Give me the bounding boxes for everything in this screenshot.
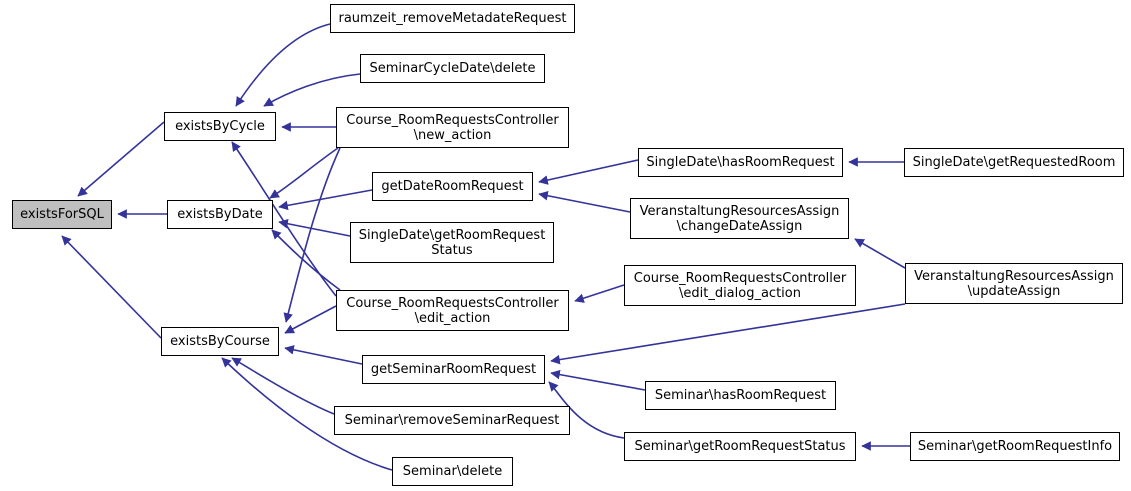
graph-node-label: SingleDate\hasRoomRequest xyxy=(646,155,835,170)
graph-node-label: Course_RoomRequestsController \new_actio… xyxy=(346,112,559,143)
graph-node-semHasRoomRequest[interactable]: Seminar\hasRoomRequest xyxy=(645,381,836,410)
graph-node-label: existsByCycle xyxy=(175,119,265,134)
graph-node-seminarDelete[interactable]: Seminar\delete xyxy=(392,457,513,486)
graph-node-label: existsByCourse xyxy=(170,334,270,349)
graph-edge xyxy=(538,159,639,185)
graph-node-existsByDate[interactable]: existsByDate xyxy=(167,200,273,229)
graph-node-existsByCycle[interactable]: existsByCycle xyxy=(164,112,276,141)
graph-node-label: Seminar\getRoomRequestInfo xyxy=(917,439,1113,454)
graph-edge xyxy=(235,23,331,107)
graph-edge xyxy=(284,305,337,334)
graph-node-existsForSQL[interactable]: existsForSQL xyxy=(12,200,112,229)
graph-node-ctrlEditAction[interactable]: Course_RoomRequestsController \edit_acti… xyxy=(336,290,569,331)
graph-node-getSeminarRoomReq[interactable]: getSeminarRoomRequest xyxy=(362,355,545,384)
graph-node-label: SingleDate\getRequestedRoom xyxy=(912,155,1116,170)
graph-node-semGetRoomReqStatus[interactable]: Seminar\getRoomRequestStatus xyxy=(624,432,856,461)
graph-edge xyxy=(271,229,341,291)
graph-node-label: Course_RoomRequestsController \edit_acti… xyxy=(346,295,559,326)
graph-node-sdHasRoomRequest[interactable]: SingleDate\hasRoomRequest xyxy=(638,148,843,177)
graph-node-label: Seminar\delete xyxy=(402,464,503,479)
graph-node-existsByCourse[interactable]: existsByCourse xyxy=(161,327,279,356)
graph-edge xyxy=(548,381,625,439)
graph-edge xyxy=(278,218,351,237)
graph-node-label: SingleDate\getRoomRequest Status xyxy=(358,227,546,258)
graph-node-ctrlEditDialog[interactable]: Course_RoomRequestsController \edit_dial… xyxy=(624,265,856,306)
graph-node-vraChangeDate[interactable]: VeranstaltungResourcesAssign \changeDate… xyxy=(630,198,849,239)
graph-node-label: Seminar\hasRoomRequest xyxy=(654,388,827,403)
graph-edge xyxy=(278,189,373,211)
graph-edge xyxy=(263,73,361,107)
graph-edge xyxy=(854,238,906,269)
graph-node-raumzeitRemove[interactable]: raumzeit_removeMetadateRequest xyxy=(330,4,575,33)
graph-node-label: Course_RoomRequestsController \edit_dial… xyxy=(633,270,847,301)
graph-edge xyxy=(284,345,363,365)
graph-edge xyxy=(283,147,341,323)
graph-node-semGetRoomReqInfo[interactable]: Seminar\getRoomRequestInfo xyxy=(910,432,1120,461)
graph-edge xyxy=(77,121,165,197)
graph-node-label: VeranstaltungResourcesAssign \updateAssi… xyxy=(914,268,1114,299)
graph-edge xyxy=(231,357,335,415)
graph-edge xyxy=(550,303,906,365)
graph-node-label: existsByDate xyxy=(177,207,263,222)
graph-edge xyxy=(538,191,631,213)
graph-node-label: Seminar\removeSeminarRequest xyxy=(344,413,560,428)
graph-node-label: Seminar\getRoomRequestStatus xyxy=(634,439,846,454)
graph-edge xyxy=(221,357,393,471)
graph-node-sdGetRoomReqStatus[interactable]: SingleDate\getRoomRequest Status xyxy=(350,222,554,263)
graph-node-label: VeranstaltungResourcesAssign \changeDate… xyxy=(639,203,840,234)
graph-edge xyxy=(269,147,339,199)
graph-node-label: getSeminarRoomRequest xyxy=(370,362,537,377)
graph-node-vraUpdateAssign[interactable]: VeranstaltungResourcesAssign \updateAssi… xyxy=(905,263,1123,304)
graph-node-label: raumzeit_removeMetadateRequest xyxy=(338,11,567,26)
graph-node-label: getDateRoomRequest xyxy=(381,179,524,194)
graph-node-seminarCycleDelete[interactable]: SeminarCycleDate\delete xyxy=(360,54,545,83)
graph-node-ctrlNewAction[interactable]: Course_RoomRequestsController \new_actio… xyxy=(336,107,569,148)
graph-edge xyxy=(550,369,646,391)
graph-edge xyxy=(574,284,625,303)
graph-edge xyxy=(61,235,162,339)
graph-node-label: existsForSQL xyxy=(20,207,104,222)
graph-edge xyxy=(231,141,337,297)
graph-node-label: SeminarCycleDate\delete xyxy=(369,61,536,76)
graph-node-getDateRoomRequest[interactable]: getDateRoomRequest xyxy=(372,172,533,201)
graph-node-sdGetRequestedRoom[interactable]: SingleDate\getRequestedRoom xyxy=(904,148,1124,177)
graph-node-semRemoveSeminarReq[interactable]: Seminar\removeSeminarRequest xyxy=(334,406,570,435)
